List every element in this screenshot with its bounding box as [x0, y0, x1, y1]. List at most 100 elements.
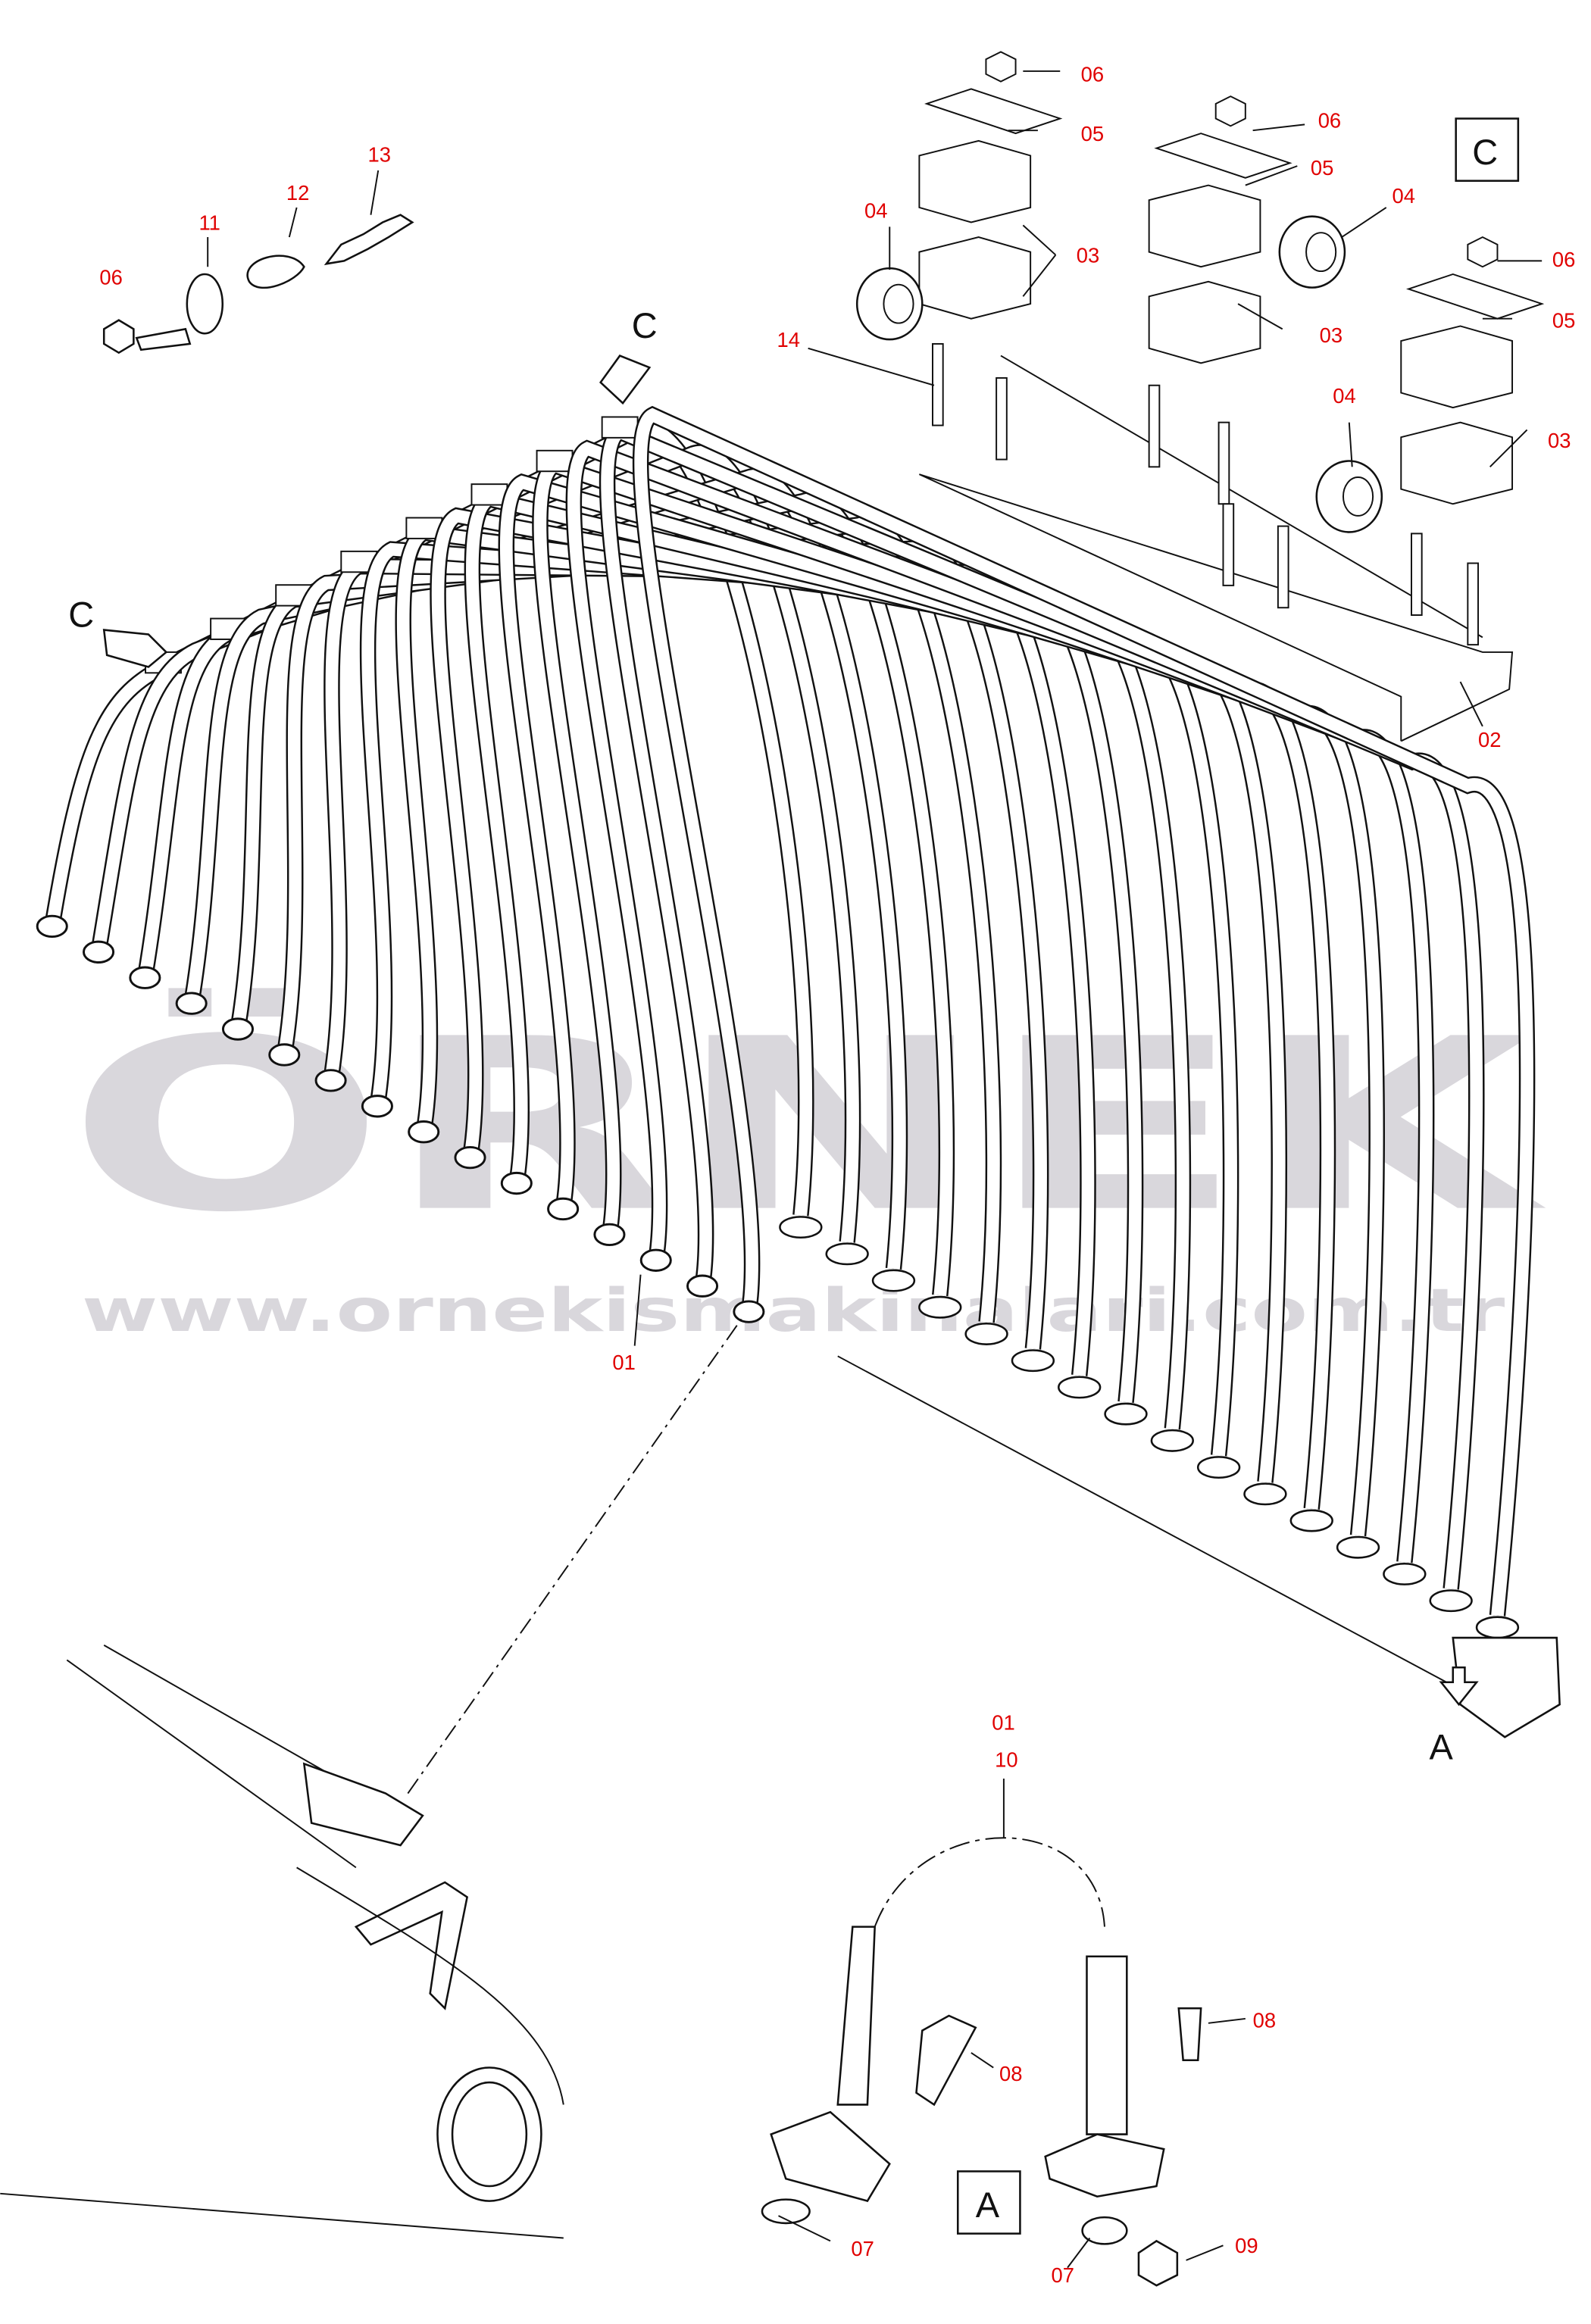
hose-flange [408, 1120, 440, 1144]
hose-flange [1104, 1402, 1148, 1426]
clamp-half-lower [1148, 280, 1261, 364]
stud [1217, 421, 1230, 505]
stud [1467, 562, 1480, 646]
hose-flange [1475, 1616, 1520, 1639]
clamp-plate [1154, 133, 1292, 179]
callout-02: 02 [1478, 728, 1501, 751]
hose-flange [779, 1216, 823, 1239]
nut-icon [1467, 236, 1499, 268]
stud [1411, 533, 1423, 616]
callout-03: 03 [1320, 323, 1343, 347]
view-a-arrow-label: A [1429, 1727, 1453, 1767]
hose-flange [593, 1223, 626, 1247]
hose-flange [1058, 1376, 1102, 1399]
watermark-url: www.ornekismakinalari.com.tr [82, 1276, 1505, 1345]
hose-flange [547, 1197, 580, 1221]
callout-07: 07 [1052, 2263, 1074, 2287]
callout-01: 01 [992, 1710, 1014, 1734]
nut-icon [1214, 95, 1246, 127]
view-c-arrow-label: C [68, 595, 94, 635]
stud [996, 376, 1008, 461]
callout-07: 07 [851, 2237, 874, 2260]
hose-flange [314, 1069, 347, 1092]
view-c-box-label: C [1472, 132, 1498, 172]
callout-04: 04 [864, 199, 887, 223]
callout-03: 03 [1077, 243, 1099, 267]
callout-08: 08 [1253, 2009, 1276, 2032]
nut-icon [985, 51, 1017, 83]
hose-flange [361, 1095, 393, 1118]
hose-clamp [536, 449, 574, 473]
grommet-hole [1342, 476, 1374, 517]
leader-lines [207, 70, 1543, 2269]
callout-10: 10 [995, 1748, 1017, 1771]
callout-01: 01 [612, 1351, 635, 1374]
callout-04: 04 [1333, 384, 1355, 408]
stud [1277, 525, 1289, 609]
callout-05: 05 [1081, 122, 1104, 145]
callout-11: 11 [198, 211, 220, 234]
grommet-hole [1305, 232, 1337, 273]
studs [932, 342, 1480, 646]
hose-flange [1011, 1349, 1055, 1373]
callout-06: 06 [1318, 108, 1341, 132]
arrow-icon [599, 355, 652, 405]
clamp-half-lower [918, 236, 1032, 320]
callout-labels: 06 11 12 13 14 04 06 05 03 06 05 04 03 0… [68, 63, 1575, 2288]
hose-flange [1289, 1509, 1333, 1532]
clamp-half-upper [918, 139, 1032, 223]
hose-flange [83, 940, 115, 964]
hose-flange [733, 1300, 765, 1323]
hose-flange [175, 992, 208, 1015]
callout-08: 08 [999, 2062, 1022, 2085]
clamp-half-upper [1400, 325, 1514, 409]
stud [1222, 503, 1235, 586]
hose-flange [639, 1248, 672, 1272]
hose-clamp [470, 483, 508, 506]
arrow-icon [102, 629, 168, 668]
clamp-half-lower [1400, 421, 1514, 505]
callout-14: 14 [777, 328, 800, 351]
hose-flange [129, 966, 161, 989]
hose-flange [871, 1269, 916, 1292]
hose-bundle [36, 405, 1536, 1639]
callout-03: 03 [1548, 429, 1571, 452]
hose-flange [1383, 1562, 1427, 1585]
hose-flange [1243, 1482, 1287, 1506]
callout-05: 05 [1311, 156, 1333, 180]
nut-icon [102, 319, 135, 355]
hose-flange [1336, 1535, 1380, 1559]
hose-flange [686, 1274, 719, 1298]
clamp-parts [855, 51, 1545, 533]
callout-06: 06 [1081, 63, 1104, 86]
hose [634, 408, 1533, 1616]
hose-flange [454, 1145, 486, 1170]
hose-flange [918, 1295, 962, 1319]
grommet-hole [883, 283, 914, 324]
hose-flange [268, 1043, 301, 1067]
clamp-plate [1405, 273, 1545, 320]
clamp-half-upper [1148, 184, 1261, 268]
hose-clamp [601, 416, 639, 439]
hose-flange [825, 1242, 869, 1266]
stud [1148, 384, 1161, 468]
callout-06: 06 [99, 266, 122, 289]
clamp-plate [924, 88, 1063, 135]
callout-04: 04 [1393, 184, 1415, 208]
view-a-box-label: A [976, 2185, 1000, 2225]
callout-06: 06 [1552, 248, 1575, 271]
detail-a [761, 117, 1520, 2287]
callout-09: 09 [1235, 2234, 1258, 2257]
callout-13: 13 [368, 142, 391, 166]
hose-flange [500, 1171, 533, 1195]
view-arrows [102, 355, 1479, 1707]
view-c-arrow-label: C [632, 305, 658, 345]
boom-detail [0, 1318, 742, 2239]
hose-flange [1196, 1456, 1241, 1479]
hose-flange [1429, 1589, 1473, 1613]
hose-flange [1150, 1429, 1194, 1452]
callout-05: 05 [1552, 308, 1575, 332]
hose [231, 517, 1000, 1323]
hose-flange [221, 1017, 255, 1041]
